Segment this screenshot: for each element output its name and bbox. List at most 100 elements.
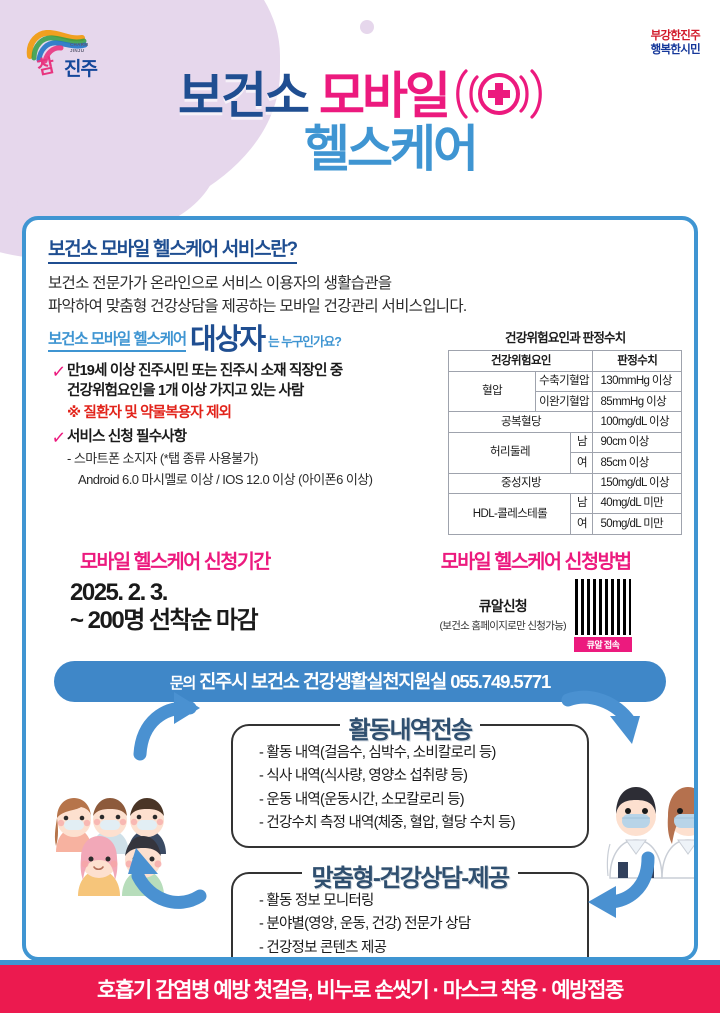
slogan-line-2: 행복한시민 <box>650 43 701 56</box>
flow-box-2-title: 맞춤형-건강상담-제공 <box>302 864 518 892</box>
poster-title: 보건소 모바일 헬스케어 <box>0 66 720 174</box>
list-item: - 식사 내역(식사량, 영양소 섭취량 등) <box>259 768 468 785</box>
contact-office: 진주시 보건소 건강생활실천지원실 <box>199 670 447 692</box>
row-sex-male: 남 <box>570 492 594 515</box>
row-value-systolic: 130mmHg 이상 <box>592 370 682 393</box>
flow-box-2-list: - 활동 정보 모니터링 - 분야별(영양, 운동, 건강) 전문가 상담 - … <box>233 890 587 957</box>
row-group-bp: 혈압 <box>448 370 536 413</box>
row-group-triglyceride: 중성지방 <box>448 472 594 494</box>
application-period-values: 2025. 2. 3. ~ 200명 선착순 마감 <box>48 579 393 636</box>
application-start-date: 2025. 2. 3. <box>70 578 168 606</box>
row-value-waist-male: 90cm 이상 <box>592 431 682 454</box>
list-item: ✓ 서비스 신청 필수사항 - 스마트폰 소지자 (*탭 종류 사용불가) An… <box>48 427 440 489</box>
eligibility-column: 보건소 모바일 헬스케어 대상자 는 누구인가요? ✓ 만19세 이상 진주시민… <box>48 326 440 534</box>
list-item: - 운동 내역(운동시간, 소모칼로리 등) <box>259 791 465 808</box>
table-header-factor: 건강위험요인 <box>448 350 594 372</box>
intro-heading: 보건소 모바일 헬스케어 서비스란? <box>48 234 298 264</box>
background-dot <box>360 20 374 34</box>
list-item: - 분야별(영양, 운동, 건강) 전문가 상담 <box>259 916 471 933</box>
table-row: 혈압 수축기혈압 130mmHg 이상 <box>448 370 682 413</box>
title-row-1: 보건소 모바일 <box>0 66 720 127</box>
risk-table-column: 건강위험요인과 판정수치 건강위험요인 판정수치 혈압 수축기혈압 130mmH… <box>448 327 682 535</box>
contact-phone[interactable]: 055.749.5771 <box>450 670 551 692</box>
check-icon: ✓ <box>50 427 67 451</box>
logo-swoosh-icon <box>26 30 88 64</box>
list-item: - 건강수치 측정 내역(체중, 혈압, 혈당 수치 등) <box>259 815 516 832</box>
row-value-fasting-glucose: 100mg/dL 이상 <box>592 411 682 433</box>
flow-box-1-list: - 활동 내역(걸음수, 심박수, 소비칼로리 등) - 식사 내역(식사량, … <box>233 742 587 836</box>
slogan-line-1: 부강한진주 <box>650 30 701 42</box>
application-section: 모바일 헬스케어 신청기간 2025. 2. 3. ~ 200명 선착순 마감 … <box>26 545 694 652</box>
bullet-body: 서비스 신청 필수사항 - 스마트폰 소지자 (*탭 종류 사용불가) Andr… <box>67 428 440 489</box>
intro-body: 보건소 전문가가 온라인으로 서비스 이용자의 생활습관을 파악하여 맞춤형 건… <box>48 273 674 318</box>
bullet-title-line-1: 만19세 이상 진주시민 또는 진주시 소재 직장인 중 <box>67 363 343 380</box>
table-header-row: 건강위험요인 판정수치 <box>448 350 682 372</box>
title-word-health-center: 보건소 <box>178 68 310 124</box>
bullet-sub-line-1: - 스마트폰 소지자 (*탭 종류 사용불가) <box>67 450 258 466</box>
application-period: 모바일 헬스케어 신청기간 2025. 2. 3. ~ 200명 선착순 마감 <box>48 545 393 652</box>
bottom-banner-text: 호흡기 감염병 예방 첫걸음, 비누로 손씻기 · 마스크 착용 · 예방접종 <box>97 979 624 1002</box>
arrow-down-left-icon <box>570 848 660 927</box>
row-group-fasting-glucose: 공복혈당 <box>448 411 594 433</box>
row-sub-diastolic: 이완기혈압 <box>534 390 594 413</box>
logo-city-name: 진주 <box>64 59 98 80</box>
bullet-title-line-2: 건강위험요인을 1개 이상 가지고 있는 사람 <box>67 382 304 399</box>
row-sex-female: 여 <box>570 452 594 474</box>
background-dot <box>8 198 18 208</box>
eligibility-bullets: ✓ 만19세 이상 진주시민 또는 진주시 소재 직장인 중 건강위험요인을 1… <box>48 361 440 489</box>
background-dot <box>140 6 150 16</box>
qr-code-block[interactable]: 큐알 접속 <box>573 577 632 652</box>
table-row: 허리둘레 남 90cm 이상 <box>448 431 682 474</box>
check-icon: ✓ <box>50 361 67 385</box>
row-sub-systolic: 수축기혈압 <box>534 370 594 393</box>
qr-application-text: 큐알신청 (보건소 홈페이지로만 신청가능) <box>439 596 566 633</box>
table-row: 여 50mg/dL 미만 <box>449 513 682 535</box>
bullet-title-line-1: 서비스 신청 필수사항 <box>67 429 187 446</box>
row-value-diastolic: 85mmHg 이상 <box>592 390 682 413</box>
city-slogan: 부강한진주 행복한시민 <box>650 30 701 57</box>
medical-plus-signal-icon <box>456 66 542 127</box>
bullet-sub-line-2: Android 6.0 마시멜로 이상 / IOS 12.0 이상 (아이폰6 … <box>78 471 373 487</box>
flow-box-1-title-wrap: 활동내역전송 <box>233 710 587 745</box>
citizens-group-icon <box>42 790 190 903</box>
background-dot <box>172 160 198 186</box>
table-row: HDL-콜레스테롤 남 40mg/dL 미만 <box>448 492 682 535</box>
qr-application-label: 큐알신청 <box>478 598 528 615</box>
arrow-up-right-icon <box>130 688 212 767</box>
background-dot <box>44 184 64 204</box>
flow-box-2-title-wrap: 맞춤형-건강상담-제공 <box>233 858 587 893</box>
intro-section: 보건소 모바일 헬스케어 서비스란? 보건소 전문가가 온라인으로 서비스 이용… <box>26 220 694 318</box>
flow-box-activity-transmission: 활동내역전송 - 활동 내역(걸음수, 심박수, 소비칼로리 등) - 식사 내… <box>231 716 589 848</box>
main-content-card: 보건소 모바일 헬스케어 서비스란? 보건소 전문가가 온라인으로 서비스 이용… <box>22 216 698 961</box>
list-item: ✓ 만19세 이상 진주시민 또는 진주시 소재 직장인 중 건강위험요인을 1… <box>48 361 440 422</box>
row-group-hdl: HDL-콜레스테롤 <box>448 492 572 535</box>
table-row: 공복혈당 100mg/dL 이상 <box>448 411 682 433</box>
contact-label: 문의 <box>169 674 197 692</box>
row-value-waist-female: 85cm 이상 <box>592 452 682 474</box>
application-method-heading: 모바일 헬스케어 신청방법 <box>440 550 632 573</box>
service-flow-diagram: 활동내역전송 - 활동 내역(걸음수, 심박수, 소비칼로리 등) - 식사 내… <box>26 712 694 957</box>
risk-table-title: 건강위험요인과 판정수치 <box>505 331 626 346</box>
table-row: 여 85cm 이상 <box>449 452 682 474</box>
row-value-hdl-male: 40mg/dL 미만 <box>592 492 682 515</box>
table-row: 중성지방 150mg/dL 이상 <box>448 472 682 494</box>
list-item: - 활동 정보 모니터링 <box>259 892 374 909</box>
target-heading: 보건소 모바일 헬스케어 대상자 는 누구인가요? <box>48 326 440 354</box>
arrow-down-right-icon <box>560 686 652 765</box>
qr-code-icon[interactable] <box>573 577 632 636</box>
banner-divider <box>0 960 720 965</box>
risk-table: 건강위험요인 판정수치 혈압 수축기혈압 130mmHg 이상 이완기혈압 85… <box>448 350 682 535</box>
row-sex-male: 남 <box>570 431 594 454</box>
contact-bar: 문의 진주시 보건소 건강생활실천지원실 055.749.5771 <box>54 660 666 702</box>
eligibility-and-table-section: 보건소 모바일 헬스케어 대상자 는 누구인가요? ✓ 만19세 이상 진주시민… <box>26 326 694 535</box>
row-value-hdl-female: 50mg/dL 미만 <box>592 513 682 535</box>
application-capacity: ~ 200명 선착순 마감 <box>70 606 259 634</box>
intro-body-line-1: 보건소 전문가가 온라인으로 서비스 이용자의 생활습관을 <box>48 275 392 292</box>
row-value-triglyceride: 150mg/dL 이상 <box>592 472 682 494</box>
row-sex-female: 여 <box>570 513 594 535</box>
qr-application-note: (보건소 홈페이지로만 신청가능) <box>439 620 566 633</box>
background-dot <box>256 34 278 56</box>
qr-application-row: 큐알신청 (보건소 홈페이지로만 신청가능) 큐알 접속 <box>393 577 678 652</box>
